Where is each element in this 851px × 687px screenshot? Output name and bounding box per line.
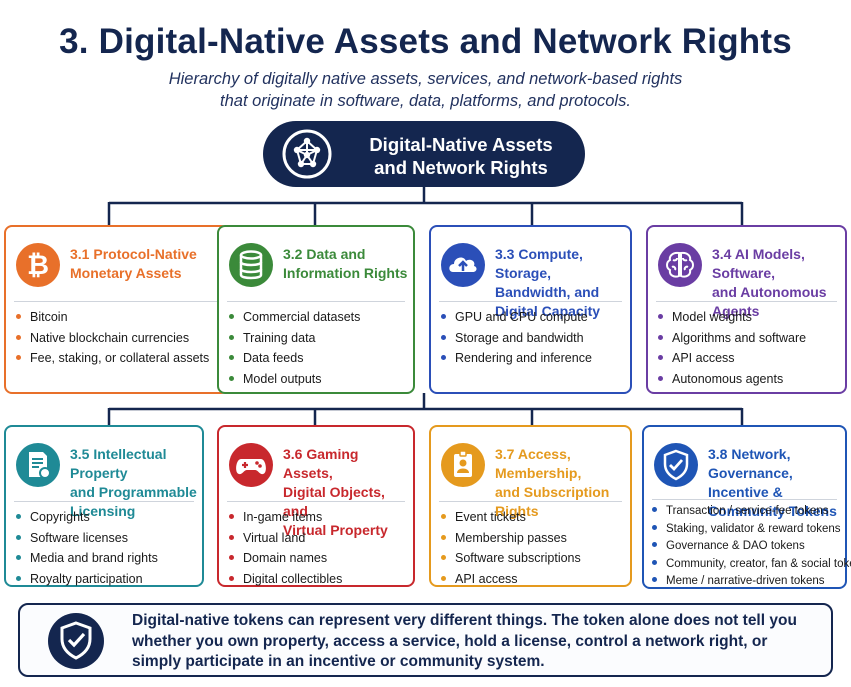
- card-item-list: Commercial datasets Training data Data f…: [229, 307, 409, 389]
- list-item: Commercial datasets: [229, 307, 409, 328]
- list-item: Governance & DAO tokens: [652, 538, 841, 556]
- list-item: Software subscriptions: [441, 548, 626, 569]
- card-item-list: Model weights Algorithms and software AP…: [658, 307, 841, 389]
- card-item-list: Transaction / service-fee tokens Staking…: [652, 503, 851, 591]
- card-item-list: In-game items Virtual land Domain names …: [229, 507, 409, 589]
- bitcoin-icon: ₿: [16, 243, 60, 287]
- list-item: Meme / narrative-driven tokens: [652, 573, 841, 591]
- list-item: Data feeds: [229, 348, 409, 369]
- subtitle-line-2: that originate in software, data, platfo…: [220, 92, 631, 110]
- list-item: API access: [658, 348, 841, 369]
- list-item: Fee, staking, or collateral assets: [16, 348, 223, 369]
- page-subtitle: Hierarchy of digitally native assets, se…: [0, 68, 851, 112]
- brain-icon: [658, 243, 702, 287]
- root-node: Digital-Native Assets and Network Rights: [263, 121, 585, 187]
- list-item: Virtual land: [229, 528, 409, 549]
- gamepad-icon: [229, 443, 273, 487]
- id-badge-icon: [441, 443, 485, 487]
- list-item: Training data: [229, 328, 409, 349]
- card-item-list: Copyrights Software licenses Media and b…: [16, 507, 198, 589]
- summary-text: Digital-native tokens can represent very…: [132, 611, 821, 673]
- list-item: GPU and CPU compute: [441, 307, 626, 328]
- svg-text:₿: ₿: [27, 250, 49, 281]
- cloud-upload-icon: [441, 243, 485, 287]
- summary-note: Digital-native tokens can represent very…: [18, 603, 833, 677]
- list-item: Copyrights: [16, 507, 198, 528]
- root-label: Digital-Native Assets and Network Rights: [351, 133, 571, 179]
- list-item: Bitcoin: [16, 307, 223, 328]
- card-heading: 3.8 Network, Governance,Incentive &Commu…: [708, 446, 837, 519]
- list-item: API access: [441, 569, 626, 590]
- summary-line-1: Digital-native tokens can represent very…: [132, 612, 797, 629]
- list-item: Event tickets: [441, 507, 626, 528]
- subtitle-line-1: Hierarchy of digitally native assets, se…: [168, 70, 683, 88]
- list-item: Storage and bandwidth: [441, 328, 626, 349]
- list-item: Algorithms and software: [658, 328, 841, 349]
- list-item: Transaction / service-fee tokens: [652, 503, 841, 521]
- list-item: In-game items: [229, 507, 409, 528]
- card-item-list: Event tickets Membership passes Software…: [441, 507, 626, 589]
- card-ai-models-software-agents: 3.4 AI Models, Software,and Autonomous A…: [646, 225, 847, 394]
- card-item-list: Bitcoin Native blockchain currencies Fee…: [16, 307, 223, 369]
- list-item: Media and brand rights: [16, 548, 198, 569]
- list-item: Autonomous agents: [658, 369, 841, 390]
- list-item: Native blockchain currencies: [16, 328, 223, 349]
- certificate-icon: [16, 443, 60, 487]
- list-item: Membership passes: [441, 528, 626, 549]
- list-item: Royalty participation: [16, 569, 198, 590]
- network-nodes-icon: [282, 129, 332, 179]
- list-item: Digital collectibles: [229, 569, 409, 590]
- list-item: Model weights: [658, 307, 841, 328]
- card-item-list: GPU and CPU compute Storage and bandwidt…: [441, 307, 626, 369]
- summary-line-2: whether you own property, access a servi…: [132, 632, 768, 650]
- shield-check-icon: [48, 613, 104, 669]
- page-title: 3. Digital-Native Assets and Network Rig…: [59, 22, 792, 61]
- list-item: Software licenses: [16, 528, 198, 549]
- list-item: Model outputs: [229, 369, 409, 390]
- card-network-governance-tokens: 3.8 Network, Governance,Incentive &Commu…: [642, 425, 851, 591]
- card-heading: 3.4 AI Models, Software,and Autonomous A…: [712, 246, 827, 319]
- list-item: Community, creator, fan & social tokens: [652, 556, 851, 574]
- list-item: Domain names: [229, 548, 409, 569]
- list-item: Staking, validator & reward tokens: [652, 521, 841, 539]
- summary-line-3: simply participate in an incentive or co…: [132, 653, 545, 670]
- root-label-line-1: Digital-Native Assets: [369, 134, 553, 155]
- shield-check-icon: [654, 443, 698, 487]
- root-label-line-2: and Network Rights: [374, 157, 548, 178]
- database-icon: [229, 243, 273, 287]
- list-item: Rendering and inference: [441, 348, 626, 369]
